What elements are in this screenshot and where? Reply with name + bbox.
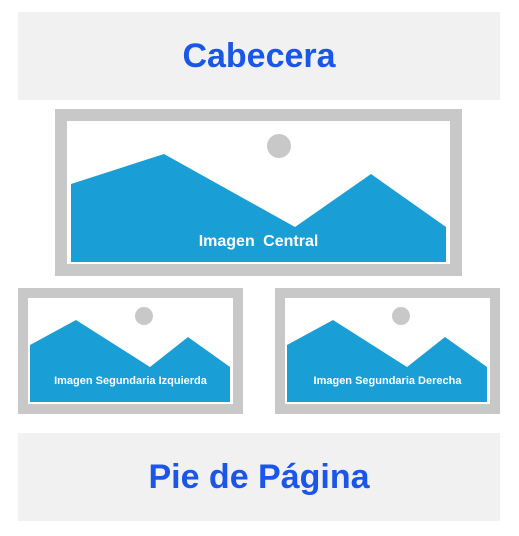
footer-section: Pie de Página [18, 433, 500, 521]
left-image-frame: Imagen Segundaria Izquierda [18, 288, 243, 414]
header-title: Cabecera [182, 36, 336, 75]
sun-icon [135, 307, 153, 325]
right-image-label: Imagen Segundaria Derecha [313, 375, 462, 387]
sun-icon [267, 134, 291, 158]
footer-title: Pie de Página [148, 457, 370, 496]
right-image-placeholder: Imagen Segundaria Derecha [285, 298, 490, 404]
mountain-icon [30, 320, 230, 402]
header-section: Cabecera [18, 12, 500, 100]
image-placeholder-icon [71, 134, 446, 262]
central-image-placeholder: Imagen Central [67, 121, 450, 264]
sun-icon [392, 307, 410, 325]
central-image-label: Imagen Central [198, 233, 319, 250]
central-image-frame: Imagen Central [55, 109, 462, 276]
mountain-icon [71, 154, 446, 262]
left-image-label: Imagen Segundaria Izquierda [54, 375, 207, 387]
image-placeholder-icon [287, 307, 487, 402]
mountain-icon [287, 320, 487, 402]
image-placeholder-icon [30, 307, 230, 402]
right-image-frame: Imagen Segundaria Derecha [275, 288, 500, 414]
left-image-placeholder: Imagen Segundaria Izquierda [28, 298, 233, 404]
